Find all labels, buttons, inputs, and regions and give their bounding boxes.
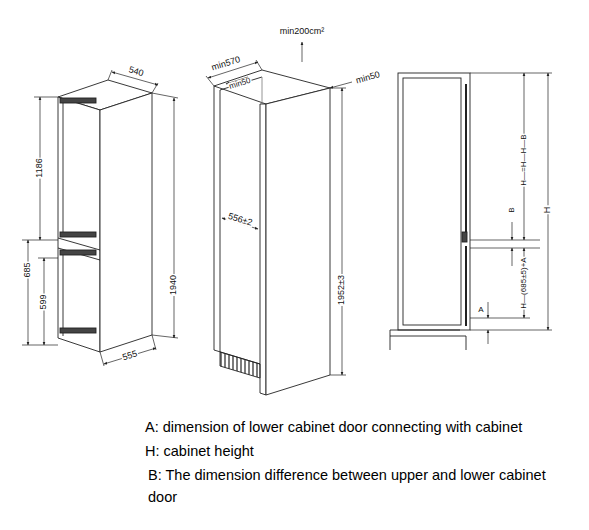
legend-note: H: cabinet height <box>145 440 585 462</box>
legend-note: B: The dimension difference between uppe… <box>148 464 548 509</box>
fridge-figure <box>58 80 152 352</box>
dimension-label: 556±2 <box>226 212 255 229</box>
dimension-lines <box>22 70 178 366</box>
dimension-label: 685 <box>23 261 32 278</box>
dimension-label: H—(685±5)+A <box>520 256 528 309</box>
legend-note: A: dimension of lower cabinet door conne… <box>145 416 585 438</box>
dimension-label: min50 <box>354 70 382 86</box>
dimension-label: 599 <box>39 293 48 310</box>
dimension-label: 1940 <box>169 274 178 296</box>
dimension-lines <box>470 73 552 344</box>
dimension-lines <box>206 42 352 375</box>
dimension-label: H <box>543 206 552 215</box>
dimension-label: min570 <box>210 55 243 73</box>
dimension-label: H—=H—H—B <box>520 133 528 186</box>
dimension-label: A <box>477 306 484 314</box>
cabinet-figure <box>214 70 330 395</box>
dimension-label: 555 <box>120 349 139 363</box>
section-figure <box>390 73 470 350</box>
dimension-label: 1952±3 <box>337 274 346 306</box>
dimension-label: B <box>508 206 516 213</box>
dimension-label: 1186 <box>35 157 44 178</box>
area-note: min200cm² <box>279 27 326 36</box>
